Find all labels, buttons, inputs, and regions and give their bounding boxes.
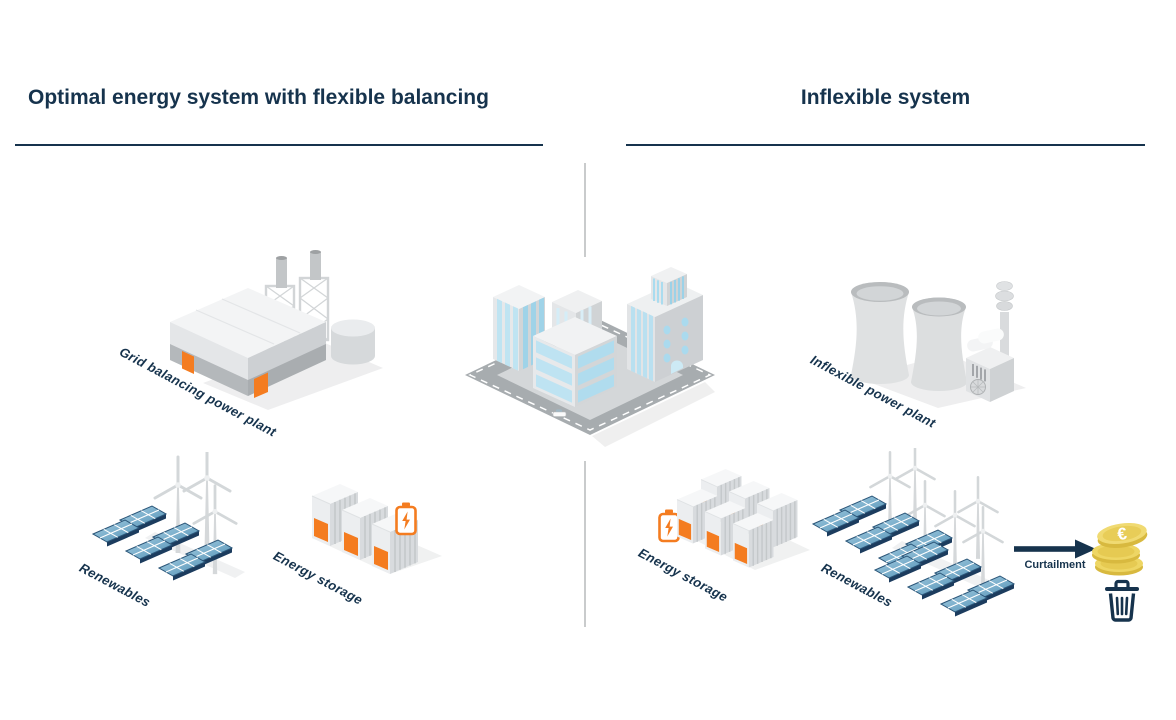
grid-balancing-plant-illustration <box>170 250 383 410</box>
solar-array <box>92 505 233 582</box>
city-illustration <box>465 267 715 447</box>
chimneys <box>276 250 321 288</box>
right-title-underline <box>626 144 1145 146</box>
trash-bin-icon <box>1105 579 1139 622</box>
energy-storage-left-illustration <box>311 483 442 575</box>
turbine-hall <box>966 281 1014 402</box>
city-building-front <box>533 317 617 407</box>
curtailment-arrow-icon <box>1014 539 1096 559</box>
euro-coins-icon: € <box>1092 523 1148 576</box>
curtailment-label: Curtailment <box>1024 559 1086 571</box>
city-tower-right <box>627 267 703 382</box>
inflexible-plant-illustration <box>851 281 1026 408</box>
plant-building <box>170 288 326 398</box>
renewables-right-illustration <box>812 448 1015 618</box>
left-panel-title: Optimal energy system with flexible bala… <box>28 86 489 109</box>
svg-text:€: € <box>1116 524 1129 544</box>
left-title-underline <box>15 144 543 146</box>
center-divider-top <box>584 163 586 257</box>
fuel-tank <box>331 319 375 365</box>
battery-charging-icon <box>658 508 680 543</box>
renewables-left-illustration <box>92 452 245 582</box>
right-panel-title: Inflexible system <box>800 86 971 109</box>
city-car <box>552 409 567 417</box>
cooling-towers <box>851 282 967 391</box>
battery-charging-icon <box>395 501 417 536</box>
center-divider-bottom <box>584 461 586 627</box>
energy-storage-right-illustration <box>658 468 810 570</box>
city-tower-left <box>493 285 545 371</box>
